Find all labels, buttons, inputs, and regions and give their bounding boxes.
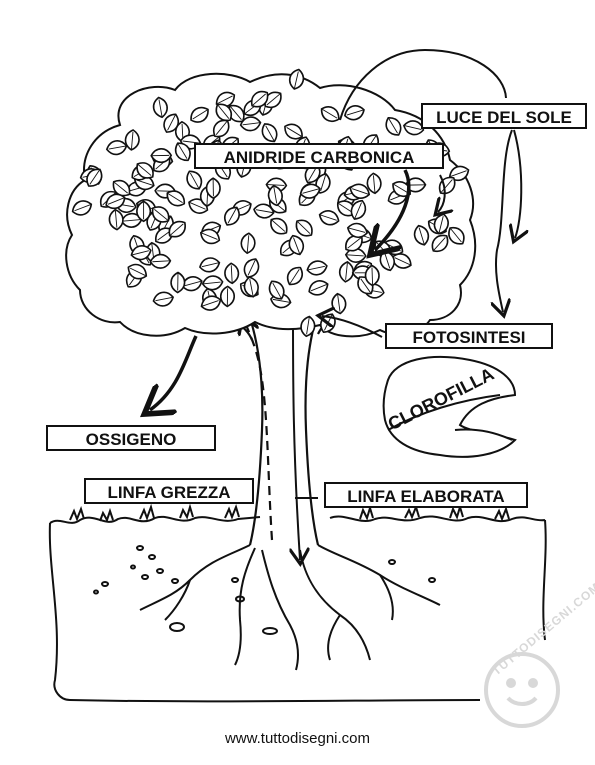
canopy-leaf [150, 147, 173, 164]
canopy-leaf [205, 177, 221, 200]
label-anidride-carbonica: ANIDRIDE CARBONICA [194, 143, 444, 169]
label-ossigeno: OSSIGENO [46, 425, 216, 451]
label-linfa-grezza: LINFA GREZZA [84, 478, 254, 504]
label-fotosintesi: FOTOSINTESI [385, 323, 553, 349]
luce-arc-arrow [339, 48, 507, 121]
trunk [231, 304, 335, 546]
canopy-leaf [219, 285, 236, 308]
ground [48, 503, 547, 703]
canopy-leaf [136, 200, 152, 223]
tree-canopy [65, 67, 477, 339]
linfa-grezza-arrow [244, 320, 274, 541]
anidride-arrow [375, 169, 411, 250]
luce-to-fotosintesi-arrow [496, 129, 513, 312]
watermark-logo [484, 652, 560, 728]
label-luce-del-sole: LUCE DEL SOLE [421, 103, 587, 129]
label-linfa-elaborata: LINFA ELABORATA [324, 482, 528, 508]
ossigeno-arrow [150, 335, 198, 410]
luce-descending-arrow [514, 129, 521, 238]
website-link[interactable]: www.tuttodisegni.com [224, 730, 371, 747]
roots [139, 544, 441, 671]
chlorophyll-leaf [382, 356, 517, 458]
canopy-leaf [170, 271, 186, 294]
fotosintesi-to-tree-arrow [322, 316, 383, 338]
anidride-side-arrow [438, 174, 445, 212]
linfa-elaborata-arrow [293, 317, 300, 560]
